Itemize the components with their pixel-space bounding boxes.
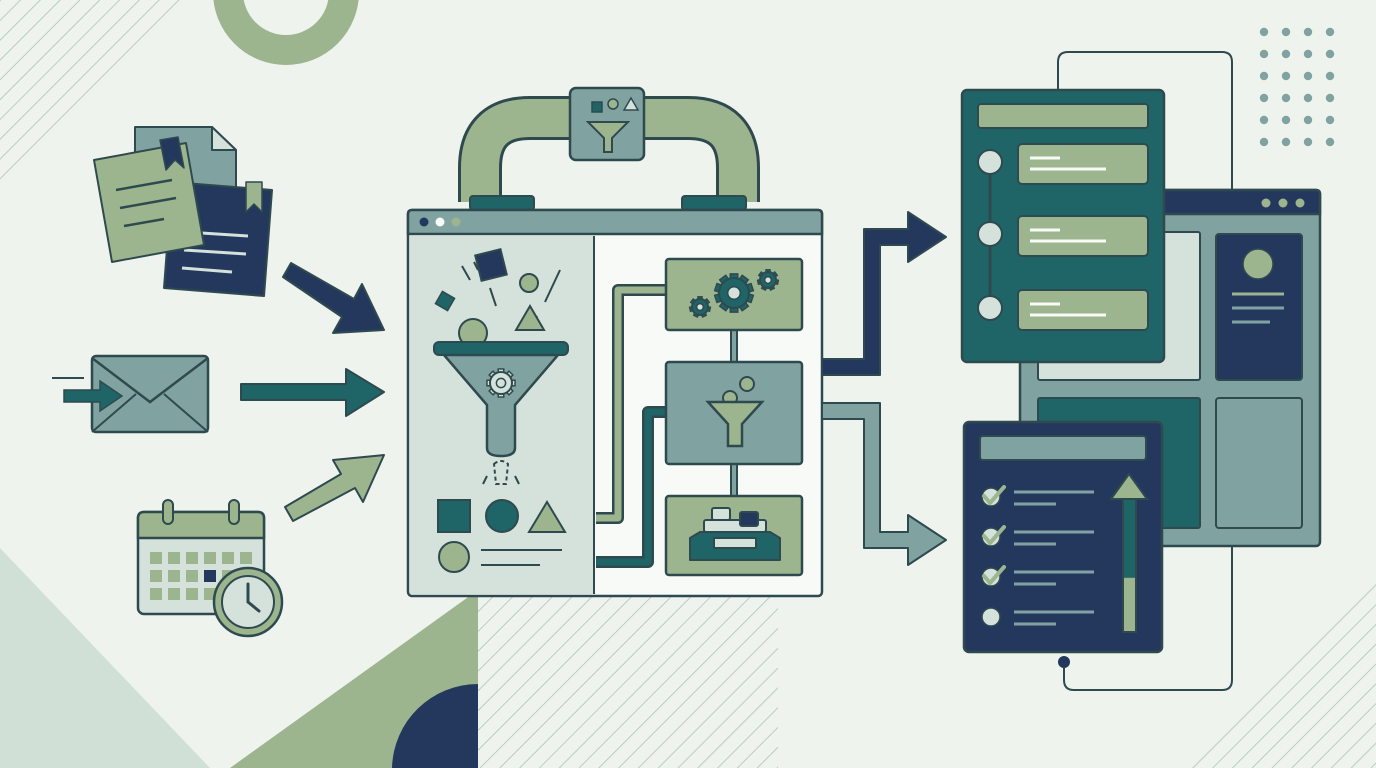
calendar-day bbox=[204, 588, 216, 600]
arrow-icon bbox=[240, 368, 385, 417]
calendar-day bbox=[240, 552, 252, 564]
dot bbox=[1259, 49, 1269, 59]
dot bbox=[1259, 137, 1269, 147]
half-circle-navy bbox=[392, 684, 478, 768]
dot bbox=[1281, 115, 1291, 125]
arrow-icon bbox=[821, 211, 947, 376]
dot bbox=[1259, 93, 1269, 103]
envelope-icon bbox=[52, 354, 210, 434]
arrow-icon bbox=[821, 402, 947, 566]
inbox-tray-icon bbox=[689, 507, 781, 561]
dot bbox=[1325, 137, 1335, 147]
checklist-card bbox=[962, 420, 1164, 654]
dot bbox=[1259, 71, 1269, 81]
dot bbox=[1281, 49, 1291, 59]
dot bbox=[1303, 93, 1313, 103]
progress-indicator bbox=[1109, 472, 1149, 633]
timeline-list-card bbox=[960, 88, 1166, 364]
dot bbox=[1281, 71, 1291, 81]
documents-icon bbox=[93, 126, 273, 297]
calendar-day bbox=[150, 588, 162, 600]
calendar-day bbox=[168, 552, 180, 564]
calendar-day bbox=[222, 552, 234, 564]
clock-icon bbox=[212, 566, 284, 638]
funnel-icon bbox=[433, 341, 569, 458]
gear-icon bbox=[713, 273, 755, 313]
dot bbox=[1325, 93, 1335, 103]
calendar-icon bbox=[136, 499, 266, 616]
calendar-day bbox=[204, 570, 216, 582]
checklist-item bbox=[981, 485, 1094, 507]
dot bbox=[1281, 93, 1291, 103]
checklist-item bbox=[981, 525, 1094, 547]
stripes-bottom-middle bbox=[478, 590, 778, 768]
step-gears-box bbox=[664, 257, 804, 332]
ring-decoration bbox=[213, 0, 359, 65]
gear-icon bbox=[756, 269, 780, 292]
input-arrows bbox=[240, 262, 385, 522]
gears-icon bbox=[688, 269, 780, 319]
checklist-item bbox=[981, 565, 1094, 587]
internal-connectors bbox=[596, 284, 738, 568]
calendar-day bbox=[150, 552, 162, 564]
arrow-icon bbox=[284, 454, 385, 522]
calendar-day bbox=[168, 570, 180, 582]
output-arrows bbox=[821, 211, 947, 566]
calendar-day bbox=[186, 552, 198, 564]
calendar-days bbox=[150, 552, 252, 600]
timeline-row bbox=[977, 215, 1149, 257]
funnel-icon bbox=[705, 400, 765, 448]
gear-icon bbox=[688, 296, 712, 319]
timeline-row bbox=[977, 143, 1149, 185]
dot bbox=[1303, 71, 1313, 81]
step-funnel-box bbox=[664, 360, 804, 466]
checklist-icon bbox=[981, 485, 1094, 627]
dot bbox=[1325, 71, 1335, 81]
dot-grid bbox=[1259, 27, 1335, 147]
dot bbox=[1259, 115, 1269, 125]
check-icon bbox=[982, 565, 1006, 585]
dot bbox=[1303, 49, 1313, 59]
dot bbox=[1303, 27, 1313, 37]
dot bbox=[1325, 49, 1335, 59]
calendar-day bbox=[204, 552, 216, 564]
dot bbox=[1303, 137, 1313, 147]
dot bbox=[1281, 27, 1291, 37]
pipe-handle bbox=[458, 86, 760, 211]
dot bbox=[1325, 27, 1335, 37]
gear-icon bbox=[486, 368, 516, 398]
dot bbox=[1325, 115, 1335, 125]
timeline-row bbox=[977, 289, 1149, 331]
profile-icon bbox=[1215, 233, 1303, 381]
check-icon bbox=[982, 525, 1006, 545]
dot bbox=[1303, 115, 1313, 125]
calendar-day bbox=[168, 588, 180, 600]
checklist-item bbox=[981, 607, 1094, 627]
calendar-day bbox=[186, 588, 198, 600]
calendar-day bbox=[150, 570, 162, 582]
dot bbox=[1281, 137, 1291, 147]
check-icon bbox=[982, 485, 1006, 505]
step-tray-box bbox=[664, 494, 804, 577]
routing-line bbox=[1057, 51, 1233, 691]
triangle-pale-left bbox=[0, 548, 210, 768]
arrow-icon bbox=[282, 262, 385, 334]
dot bbox=[1259, 27, 1269, 37]
gear-icon bbox=[486, 368, 516, 398]
timeline-rows bbox=[977, 143, 1149, 331]
funnel-panel bbox=[433, 248, 569, 573]
calendar-day bbox=[186, 570, 198, 582]
